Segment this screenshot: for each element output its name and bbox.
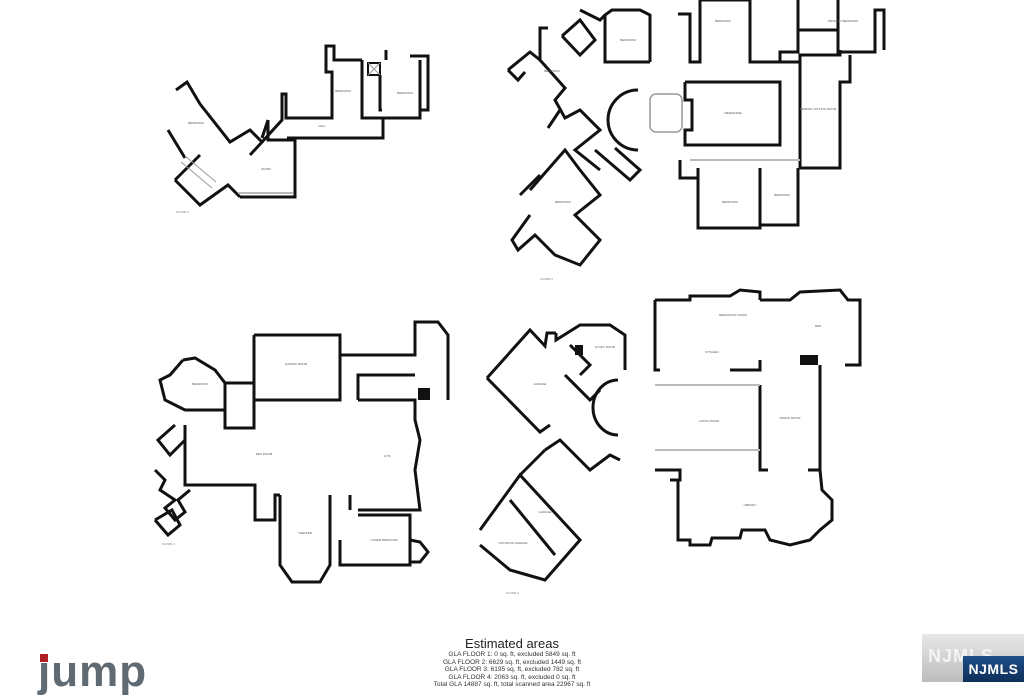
area-line-floor-4: GLA FLOOR 4: 2063 sq. ft, excluded 0 sq.… (448, 673, 576, 681)
room-label: BEDROOM (192, 382, 208, 386)
jump-logo: jump (38, 647, 148, 696)
room-label: BEDROOM (555, 200, 571, 204)
room-label: KITCHEN (705, 350, 718, 354)
room-label: DEN (815, 324, 821, 328)
floor-2-label: FLOOR 2 (506, 591, 519, 595)
room-label: GARAGE (539, 510, 552, 514)
room-label: GARAGE (534, 382, 547, 386)
room-label: GAMING ROOM (285, 362, 308, 366)
area-line-floor-3: GLA FLOOR 3: 6195 sq. ft, excluded 782 s… (444, 666, 580, 674)
room-label: GYM (384, 454, 391, 458)
logo-accent-dot (40, 654, 48, 662)
room-label: BEDROOM (544, 69, 560, 73)
room-label: BEDROOM (188, 121, 204, 125)
floor-1-plan: GAMING ROOM REC ROOM GYM THEATER LOWER B… (153, 320, 450, 584)
area-line-floor-1: GLA FLOOR 1: 0 sq. ft, excluded 5849 sq.… (448, 651, 576, 658)
room-label: MEZZANINE (724, 111, 741, 115)
floor-2-plan: BREAKFAST ROOM DEN KITCHEN LIVING ROOM D… (478, 288, 862, 595)
floor-1-label: FLOOR 1 (162, 542, 175, 546)
room-label: BEDROOM (715, 19, 731, 23)
floor-4-plan: BEDROOM ROOM HALL BEDROOM BEDROOM FLOOR … (166, 44, 430, 214)
room-label: THEATER (298, 531, 313, 535)
room-label: BEDROOM (335, 89, 351, 93)
room-label: BEDROOM (722, 200, 738, 204)
room-label: BEDROOM (774, 193, 790, 197)
area-line-total: Total GLA 14887 sq. ft, total scanned ar… (433, 681, 591, 689)
room-label: DINING ROOM (780, 416, 801, 420)
room-label: LIBRARY (744, 503, 757, 507)
room-label: BEDROOM (397, 91, 413, 95)
room-label: STUDY ROOM (595, 345, 616, 349)
area-line-floor-2: GLA FLOOR 2: 6629 sq. ft, excluded 1449 … (442, 658, 582, 666)
room-label: BREAKFAST ROOM (719, 313, 747, 317)
room-label: BEDROOM (620, 38, 636, 42)
room-label: REC ROOM (256, 452, 273, 456)
floor-3-plan: BEDROOM BEDROOM BEDROOM PRIMARY BEDROOM … (506, 0, 886, 281)
floor-plans: BEDROOM ROOM HALL BEDROOM BEDROOM FLOOR … (153, 0, 886, 595)
room-label: PRIMARY BEDROOM (828, 19, 858, 23)
room-label: LOWER BEDROOM (370, 538, 398, 542)
estimated-areas-title: Estimated areas (465, 636, 559, 651)
room-label: PRIMARY SITTING ROOM (800, 107, 837, 111)
room-label: HALL (318, 124, 326, 128)
estimated-areas-panel: Estimated areas GLA FLOOR 1: 0 sq. ft, e… (420, 636, 604, 689)
njmls-badge: NJMLS (963, 656, 1024, 682)
floor-4-label: FLOOR 4 (176, 210, 189, 214)
room-label: ROOM (261, 167, 271, 171)
room-label: OUTDOOR GARAGE (498, 541, 527, 545)
room-label: LIVING ROOM (699, 419, 720, 423)
floor-3-label: FLOOR 3 (540, 277, 553, 281)
